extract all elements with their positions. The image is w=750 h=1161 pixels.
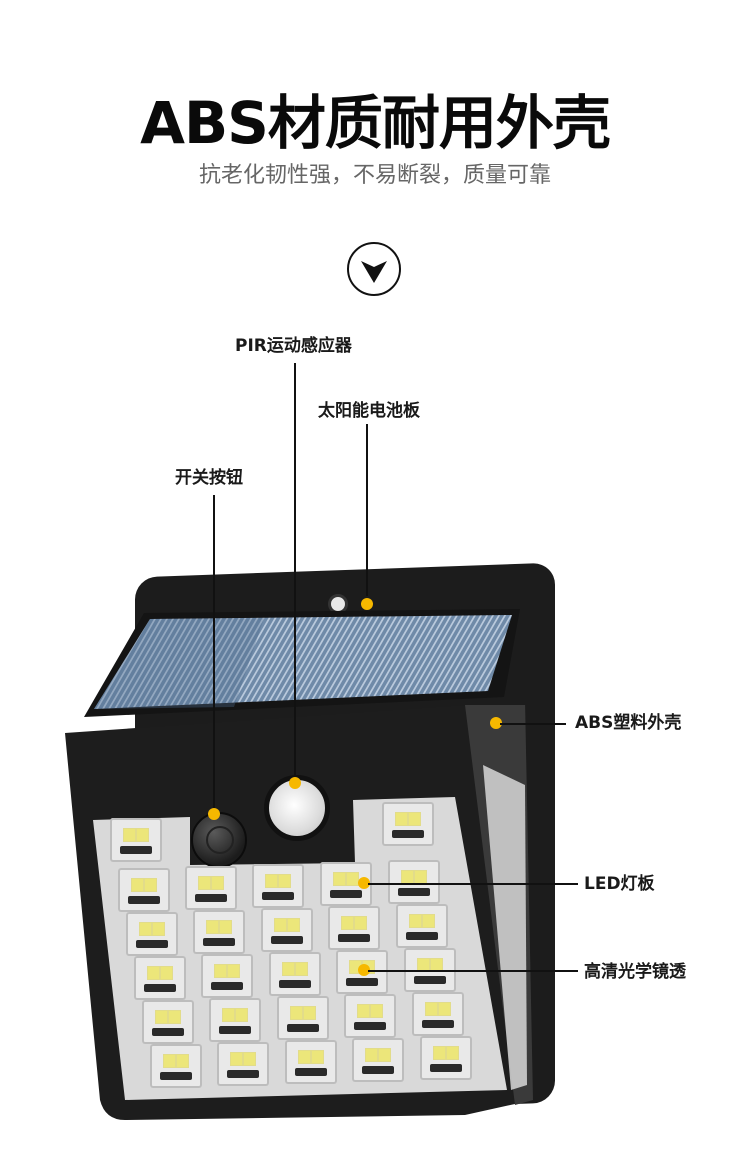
callout-line-pir	[294, 363, 296, 783]
callout-dot-lens	[358, 964, 370, 976]
callout-line-led	[368, 883, 578, 885]
power-button[interactable]	[191, 812, 247, 868]
callout-label-switch: 开关按钮	[175, 468, 243, 488]
power-icon	[206, 826, 234, 854]
chevron-down-circle-icon	[347, 242, 401, 296]
callout-line-solar	[366, 424, 368, 596]
page-title: ABS材质耐用外壳	[140, 89, 611, 157]
callout-label-solar: 太阳能电池板	[318, 401, 420, 421]
callout-line-shell	[500, 723, 566, 725]
callout-dot-solar	[361, 598, 373, 610]
callout-dot-pir	[289, 777, 301, 789]
solar-panel	[84, 609, 520, 717]
callout-dot-shell	[490, 717, 502, 729]
page-subtitle: 抗老化韧性强，不易断裂，质量可靠	[198, 163, 551, 188]
callout-label-led: LED灯板	[584, 874, 655, 894]
callout-dot-led	[358, 877, 370, 889]
callout-line-switch	[213, 495, 215, 813]
callout-label-shell: ABS塑料外壳	[575, 713, 682, 733]
callout-line-lens	[368, 970, 578, 972]
callout-dot-switch	[208, 808, 220, 820]
callout-label-pir: PIR运动感应器	[235, 336, 352, 356]
callout-label-lens: 高清光学镜透	[584, 962, 686, 982]
